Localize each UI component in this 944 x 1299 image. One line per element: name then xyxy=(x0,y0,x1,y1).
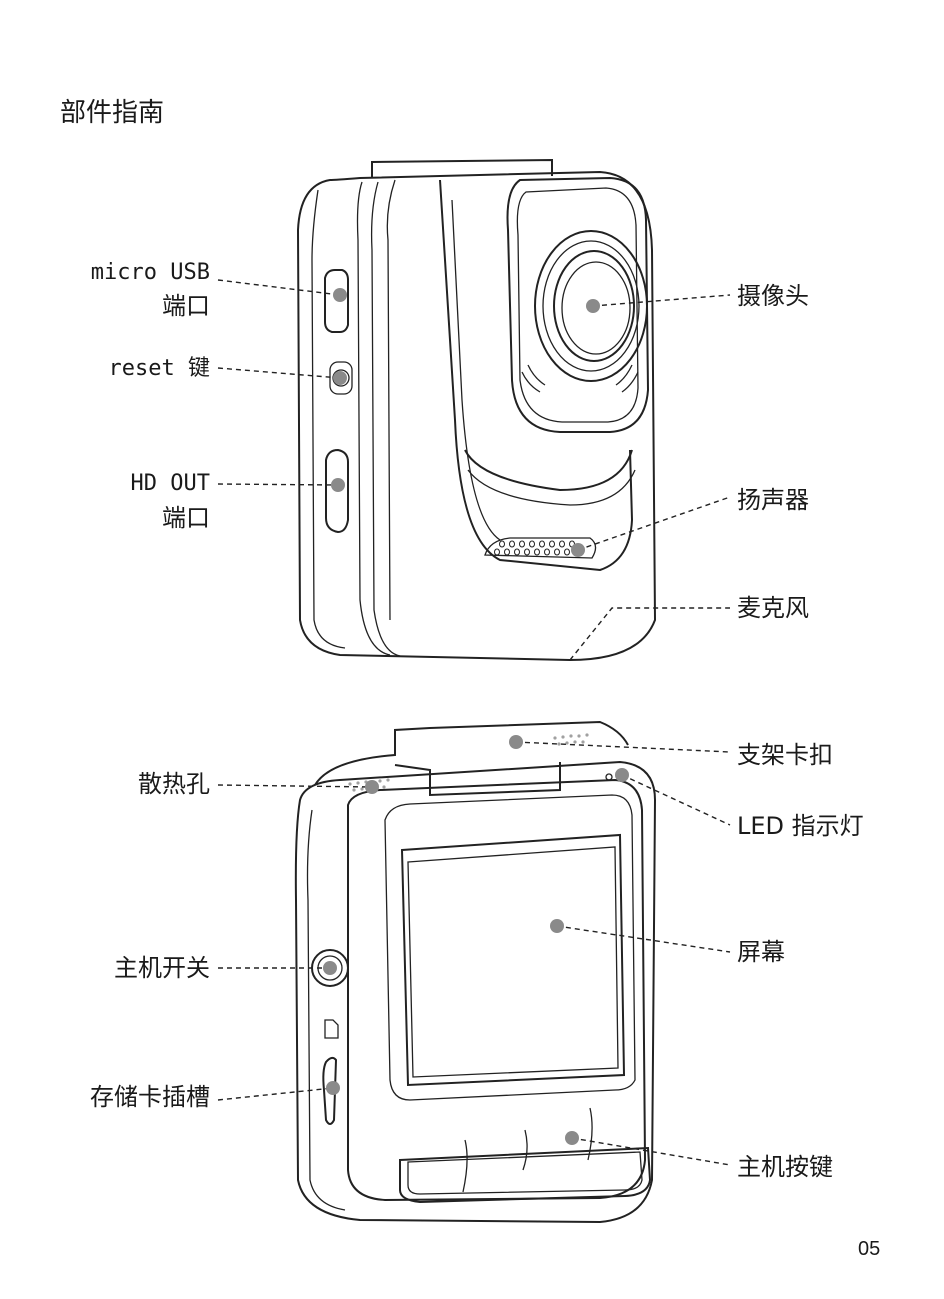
camera-lens-marker xyxy=(586,299,600,313)
label-screen: 屏幕 xyxy=(737,938,785,966)
mount-clip-marker xyxy=(509,735,523,749)
buttons-marker xyxy=(565,1131,579,1145)
reset-key-marker xyxy=(333,371,347,385)
label-camera: 摄像头 xyxy=(737,282,809,310)
label-sd-slot: 存储卡插槽 xyxy=(90,1083,210,1111)
power-switch-marker xyxy=(323,961,337,975)
page-number: 05 xyxy=(858,1238,881,1260)
label-hd-out: HD OUT xyxy=(130,471,210,496)
screen-marker xyxy=(550,919,564,933)
label-main-buttons: 主机按键 xyxy=(737,1153,833,1181)
hd-out-port-marker xyxy=(331,478,345,492)
label-vent: 散热孔 xyxy=(138,770,210,798)
label-mount-clip: 支架卡扣 xyxy=(737,741,833,769)
micro-usb-port-marker xyxy=(333,288,347,302)
vent-marker xyxy=(365,780,379,794)
label-reset-key: reset 键 xyxy=(108,356,210,381)
label-hd-out-port: 端口 xyxy=(162,504,210,532)
camera-rear-view xyxy=(294,720,657,1224)
camera-side-view xyxy=(296,158,657,662)
label-micro-usb: micro USB xyxy=(90,260,210,285)
label-led-indicator: LED 指示灯 xyxy=(737,812,864,840)
page-title: 部件指南 xyxy=(60,98,165,128)
label-speaker: 扬声器 xyxy=(737,486,809,514)
label-power-switch: 主机开关 xyxy=(114,954,210,982)
label-micro-usb-port: 端口 xyxy=(162,292,210,320)
led-marker xyxy=(615,768,629,782)
label-microphone: 麦克风 xyxy=(737,594,809,622)
speaker-marker xyxy=(571,543,585,557)
sd-slot-marker xyxy=(326,1081,340,1095)
leader-lines xyxy=(217,279,731,1166)
